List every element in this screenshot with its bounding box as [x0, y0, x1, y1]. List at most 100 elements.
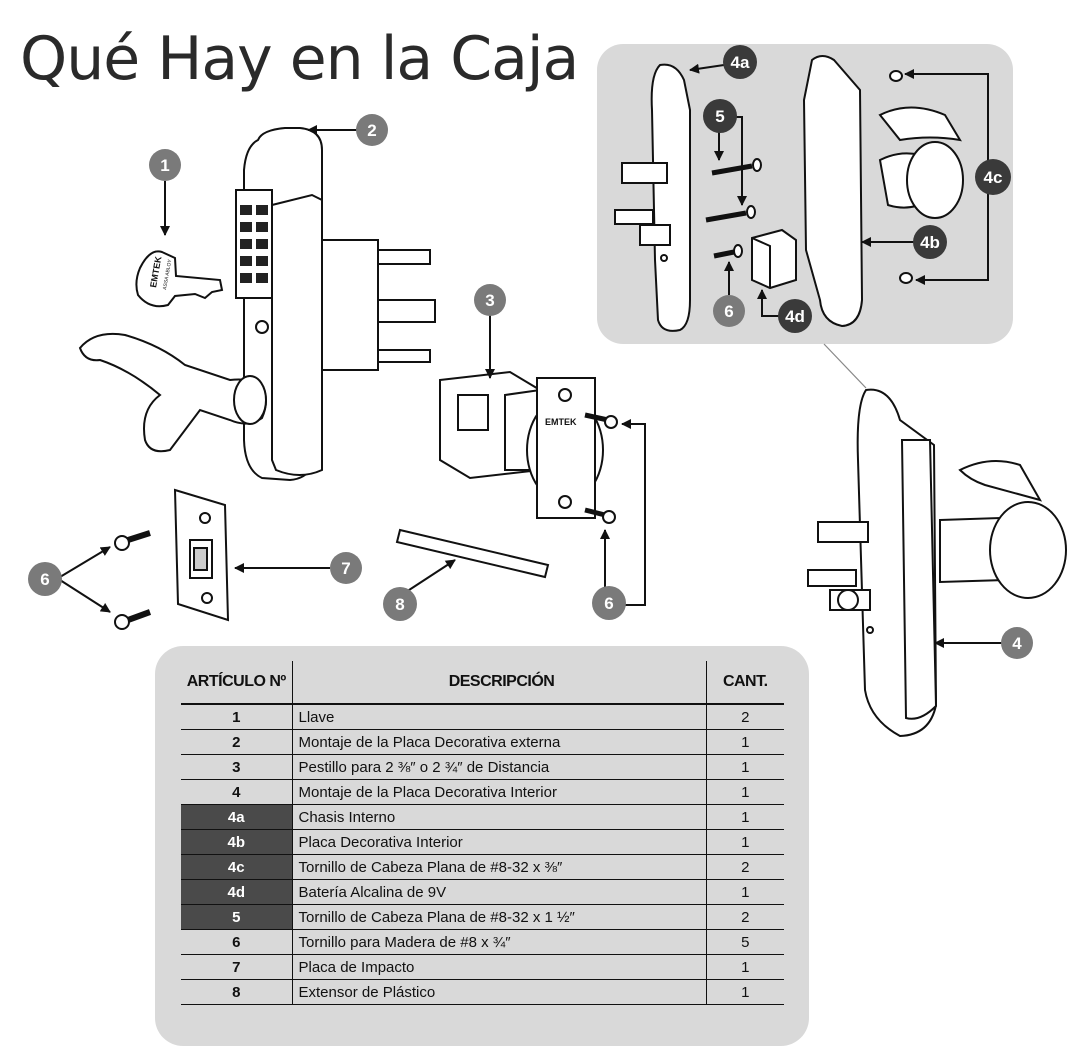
- callout-4: 4: [1012, 634, 1022, 653]
- description-cell: Tornillo de Cabeza Plana de #8-32 x 1 ½″: [292, 904, 707, 930]
- callout-4d-circle: [778, 299, 812, 333]
- description-cell: Tornillo para Madera de #8 x ¾″: [292, 929, 707, 955]
- strike-plate-drawing: [173, 488, 230, 622]
- inset-screws-drawing: [705, 158, 762, 259]
- callout-8-circle: [383, 587, 417, 621]
- description-cell: Llave: [292, 703, 707, 730]
- header-description: DESCRIPCIÓN: [292, 661, 707, 705]
- item-cell: 7: [181, 954, 293, 980]
- callout-1: 1: [160, 156, 169, 175]
- item-cell: 6: [181, 929, 293, 955]
- qty-cell: 2: [706, 854, 784, 880]
- callout-4a-circle: [723, 45, 757, 79]
- description-cell: Montaje de la Placa Decorativa Interior: [292, 779, 707, 805]
- exterior-assembly-drawing: [78, 127, 436, 482]
- qty-cell: 1: [706, 779, 784, 805]
- callout-4c-circle: [975, 159, 1011, 195]
- callout-5: 5: [715, 107, 724, 126]
- callout-6-latch-circle: [592, 586, 626, 620]
- callout-3-circle: [474, 284, 506, 316]
- qty-cell: 1: [706, 954, 784, 980]
- callout-1-circle: [149, 149, 181, 181]
- callout-4a: 4a: [731, 53, 750, 72]
- qty-cell: 5: [706, 929, 784, 955]
- qty-cell: 1: [706, 729, 784, 755]
- qty-cell: 1: [706, 879, 784, 905]
- qty-cell: 1: [706, 754, 784, 780]
- callout-6-inset-circle: [713, 295, 745, 327]
- interior-plate-drawing: [802, 55, 964, 328]
- callout-8: 8: [395, 595, 404, 614]
- qty-cell: 1: [706, 979, 784, 1005]
- key-sub-engraving: ASSA ABLOY: [162, 258, 173, 290]
- callout-2-circle: [356, 114, 388, 146]
- description-cell: Placa de Impacto: [292, 954, 707, 980]
- item-cell: 4c: [181, 854, 293, 880]
- callout-4d: 4d: [785, 307, 805, 326]
- latch-brand-engraving: EMTEK: [545, 417, 577, 427]
- qty-cell: 1: [706, 804, 784, 830]
- description-cell: Chasis Interno: [292, 804, 707, 830]
- description-cell: Batería Alcalina de 9V: [292, 879, 707, 905]
- item-cell: 5: [181, 904, 293, 930]
- header-item: ARTÍCULO Nº: [181, 661, 293, 705]
- callout-6-left: 6: [40, 570, 49, 589]
- item-cell: 1: [181, 703, 293, 730]
- latch-drawing: EMTEK: [439, 370, 618, 524]
- description-cell: Placa Decorativa Interior: [292, 829, 707, 855]
- callout-3: 3: [485, 291, 494, 310]
- 4c-screws-drawing: [889, 70, 913, 284]
- qty-cell: 1: [706, 829, 784, 855]
- table-header-row: ARTÍCULO Nº DESCRIPCIÓN CANT.: [181, 661, 784, 705]
- qty-cell: 2: [706, 904, 784, 930]
- item-cell: 4b: [181, 829, 293, 855]
- inset-connector: [823, 343, 867, 389]
- callout-6-latch: 6: [604, 594, 613, 613]
- callout-2: 2: [367, 121, 376, 140]
- callout-7-circle: [330, 552, 362, 584]
- page-title: Qué Hay en la Caja: [20, 24, 579, 94]
- callout-6-left-circle: [28, 562, 62, 596]
- callout-6-inset: 6: [724, 302, 733, 321]
- callout-5-circle: [703, 99, 737, 133]
- item-cell: 4a: [181, 804, 293, 830]
- item-cell: 4d: [181, 879, 293, 905]
- callout-4b: 4b: [920, 233, 940, 252]
- description-cell: Extensor de Plástico: [292, 979, 707, 1005]
- item-cell: 3: [181, 754, 293, 780]
- leader-lines: [59, 63, 1003, 648]
- callout-4-circle: [1001, 627, 1033, 659]
- extender-drawing: [395, 528, 550, 579]
- item-cell: 2: [181, 729, 293, 755]
- header-qty: CANT.: [706, 661, 784, 705]
- callout-7: 7: [341, 559, 350, 578]
- chassis-drawing: [614, 63, 691, 332]
- left-screws-drawing: [114, 530, 152, 630]
- qty-cell: 2: [706, 703, 784, 730]
- key-drawing: EMTEK ASSA ABLOY: [135, 250, 224, 308]
- callout-4c: 4c: [984, 168, 1003, 187]
- interior-assembly-drawing: [807, 388, 1067, 738]
- description-cell: Tornillo de Cabeza Plana de #8-32 x ⅜″: [292, 854, 707, 880]
- item-cell: 8: [181, 979, 293, 1005]
- battery-drawing: [751, 228, 797, 290]
- description-cell: Montaje de la Placa Decorativa externa: [292, 729, 707, 755]
- item-cell: 4: [181, 779, 293, 805]
- description-cell: Pestillo para 2 ⅜″ o 2 ¾″ de Distancia: [292, 754, 707, 780]
- callout-4b-circle: [913, 225, 947, 259]
